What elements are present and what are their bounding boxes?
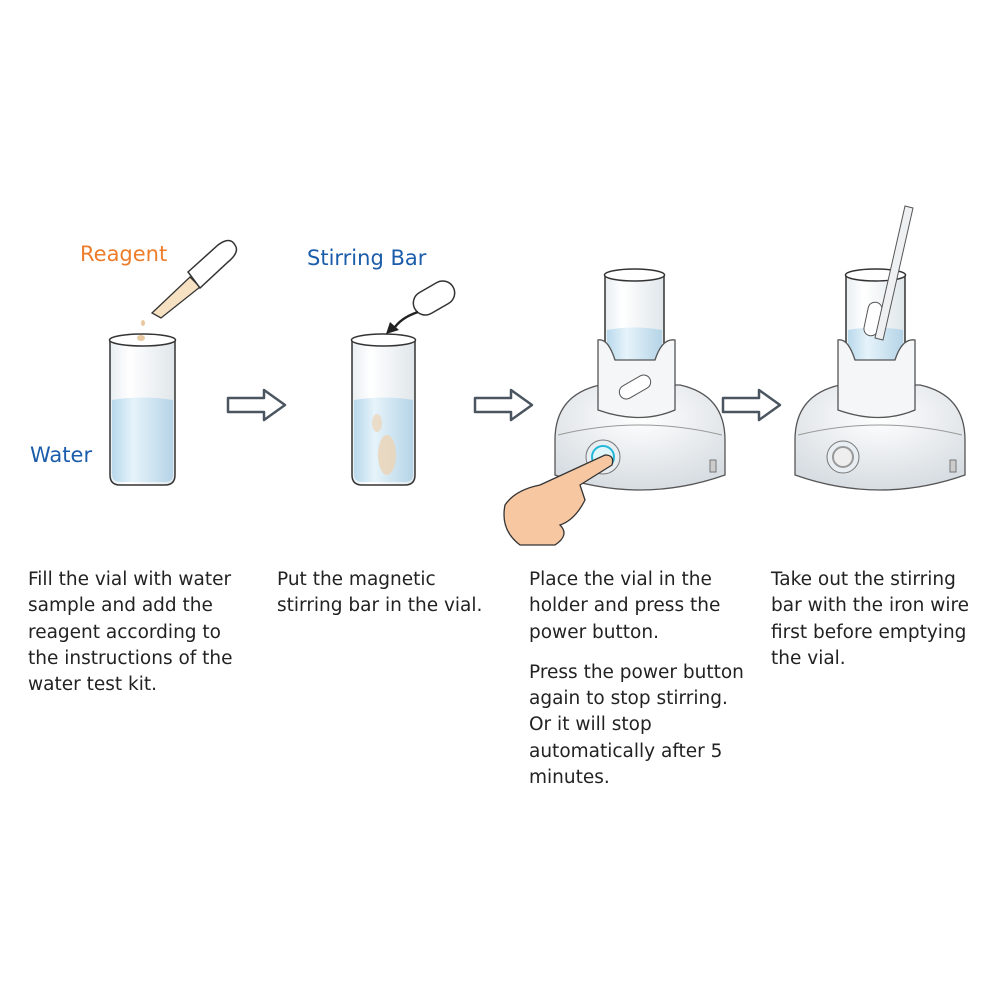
- step-3-instructions: Place the vial in the holder and press t…: [529, 567, 744, 805]
- step-text: Take out the stirring bar with the iron …: [771, 569, 970, 669]
- step-text: Press the power button again to stop sti…: [529, 661, 744, 789]
- vial-with-stirring-bar: [350, 333, 417, 486]
- step-text: Place the vial in the holder and press t…: [529, 569, 721, 643]
- arrow-right-icon: [473, 388, 534, 422]
- dropper-icon: [141, 239, 238, 326]
- step-text: Fill the vial with water sample and add …: [28, 569, 233, 696]
- reagent-label: Reagent: [80, 242, 168, 266]
- water-label: Water: [30, 443, 93, 467]
- finger-pressing-icon: [503, 454, 614, 546]
- step-2-instructions: Put the magnetic stirring bar in the via…: [277, 567, 492, 634]
- stirring-bar-icon: [386, 280, 456, 334]
- step-1-instructions: Fill the vial with water sample and add …: [28, 567, 253, 712]
- step-4-instructions: Take out the stirring bar with the iron …: [771, 567, 986, 686]
- stirring-bar-label: Stirring Bar: [307, 246, 427, 270]
- arrow-right-icon: [721, 388, 782, 422]
- vial-with-water-1: [108, 333, 177, 486]
- illustration: [108, 205, 966, 546]
- stirrer-device-on: [554, 268, 726, 491]
- step-text: Put the magnetic stirring bar in the via…: [277, 569, 483, 617]
- arrow-right-icon: [226, 388, 287, 422]
- stirrer-device-off: [794, 205, 966, 491]
